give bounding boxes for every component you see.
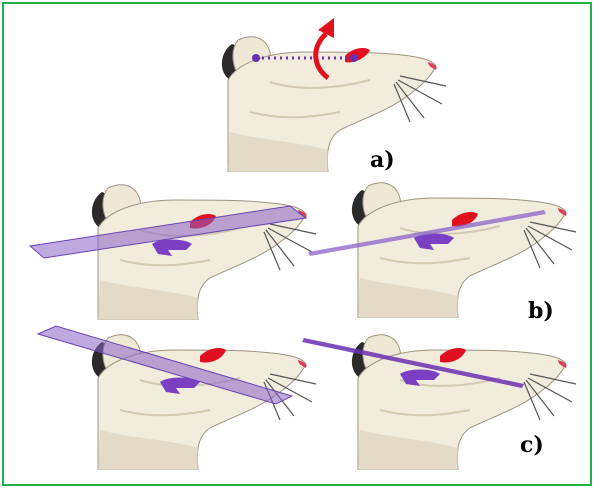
ear-canal-b-left: [152, 239, 192, 256]
tilted-plane-c-right: [302, 338, 524, 388]
eye-c-right: [440, 348, 466, 363]
panel-c-left: [36, 325, 317, 470]
ear-canal-c-right: [400, 369, 440, 386]
label-a: a): [370, 147, 395, 173]
panel-b-right: b): [308, 181, 577, 324]
rotation-arrow-head: [318, 18, 334, 38]
ear-canal-b-right: [414, 233, 454, 250]
label-b: b): [528, 298, 554, 324]
panel-b-left: [28, 183, 317, 320]
eye-c-left: [200, 348, 226, 363]
axis-point-eye: [350, 54, 358, 62]
rat-head-b-left: [90, 183, 317, 320]
eye-b-right: [452, 212, 478, 227]
rotation-arrow: [313, 32, 330, 80]
horizontal-plane-b-right: [308, 210, 546, 256]
horizontal-plane-b-left: [28, 205, 308, 259]
ear-canal-c-left: [160, 377, 200, 394]
tilted-plane-c-left: [36, 325, 294, 405]
panel-a: a): [220, 18, 447, 173]
label-c: c): [520, 432, 544, 458]
panel-c-right: c): [302, 333, 577, 470]
axis-point-back: [252, 54, 260, 62]
